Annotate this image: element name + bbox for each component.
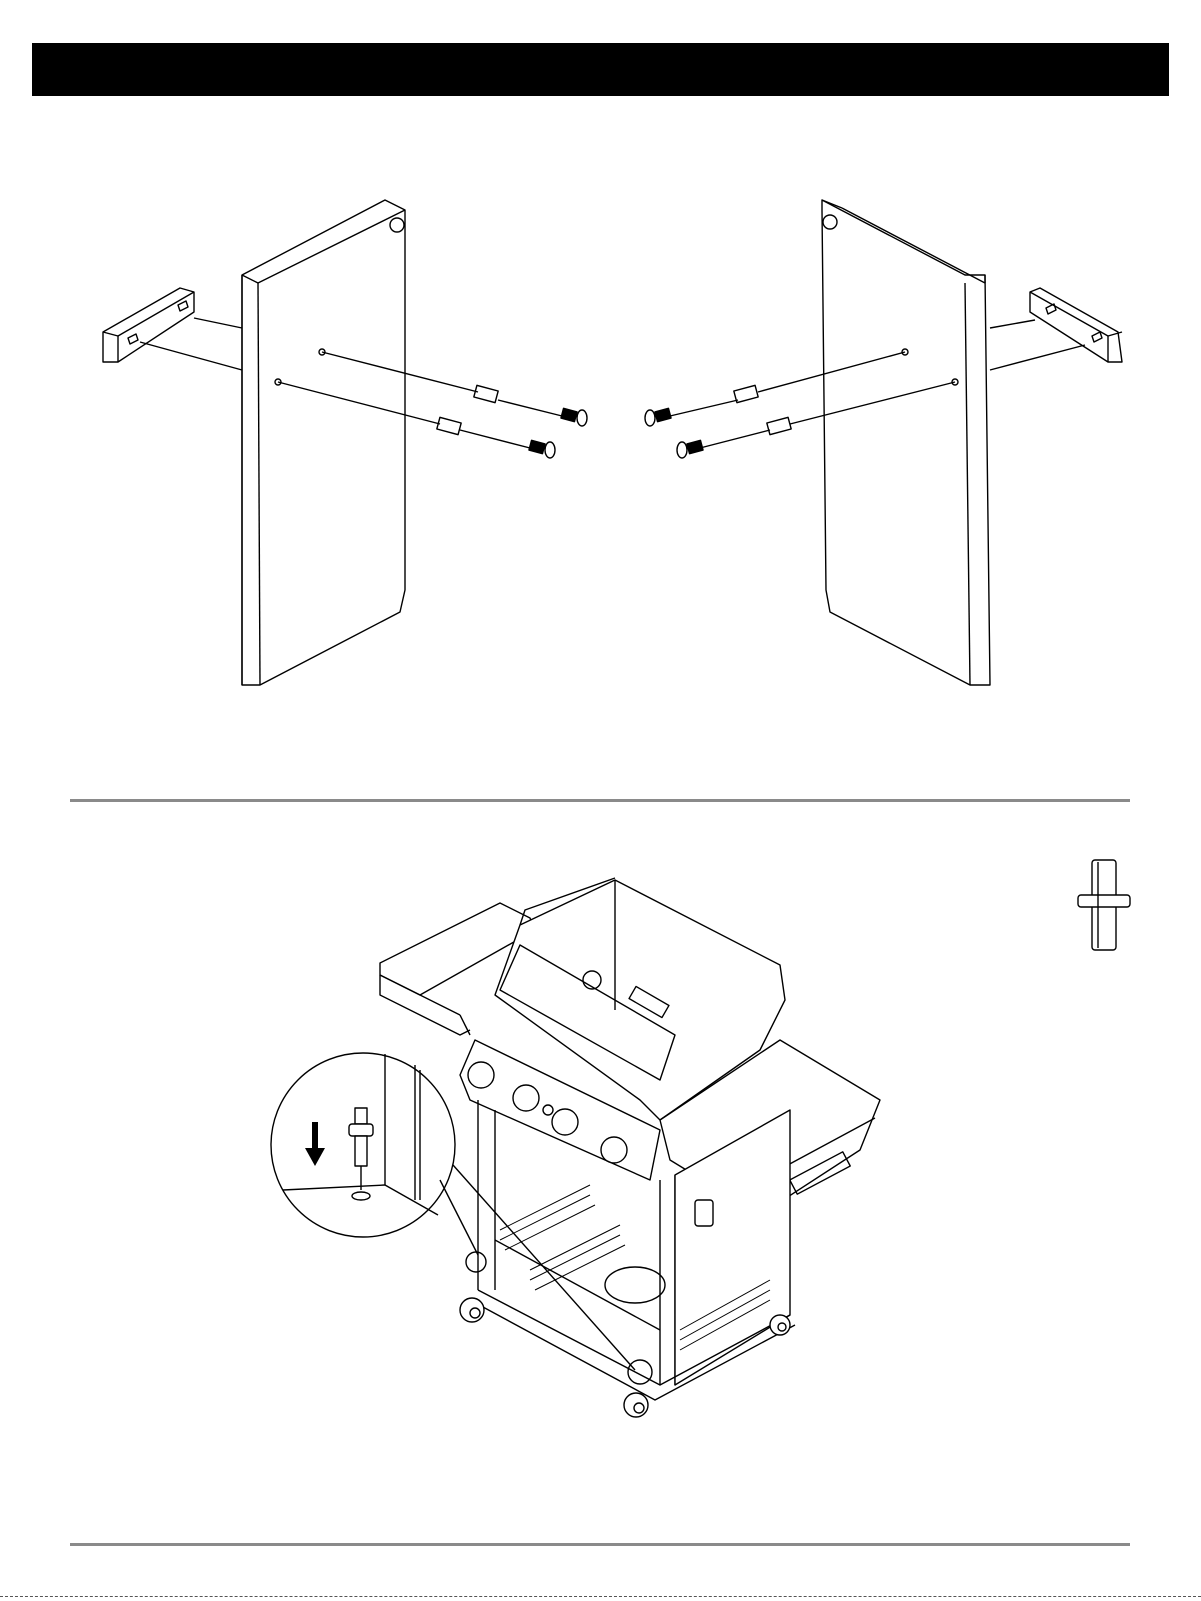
section-divider-2 [70,1543,1130,1546]
page-bottom-edge [0,1596,1201,1599]
caster-pin-icon [1078,860,1130,950]
